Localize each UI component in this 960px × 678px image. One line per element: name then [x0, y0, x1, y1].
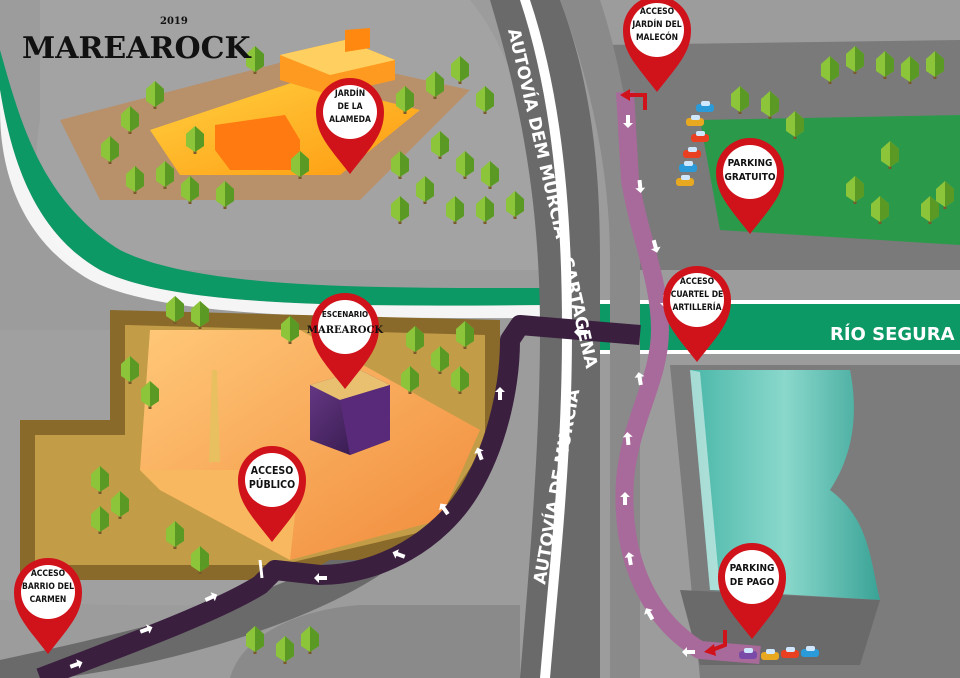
- pin-escenario[interactable]: ESCENARIO MAREAROCK: [307, 293, 384, 389]
- route-dark: [36, 315, 641, 678]
- turn-arrow-malecon: [628, 93, 647, 110]
- logo-year: 2019: [160, 16, 188, 27]
- pin-parking-gratuito-line2: GRATUITO: [724, 172, 775, 183]
- pin-jardin-alameda-line1: JARDÍN: [334, 87, 365, 99]
- pin-acceso-barrio-line3: CARMEN: [30, 595, 67, 605]
- pin-parking-gratuito[interactable]: PARKING GRATUITO: [716, 138, 784, 234]
- pin-jardin-alameda[interactable]: JARDÍN DE LA ALAMEDA: [316, 78, 384, 174]
- pin-acceso-publico[interactable]: ACCESO PÚBLICO: [238, 446, 306, 542]
- water-structure: [690, 370, 880, 600]
- pin-acceso-publico-line2: PÚBLICO: [249, 478, 295, 491]
- pin-cuartel-line1: ACCESO: [680, 277, 715, 287]
- pin-acceso-publico-line1: ACCESO: [251, 465, 293, 477]
- logo: MAREAROCK: [22, 31, 252, 66]
- pin-jardin-alameda-line2: DE LA: [337, 102, 362, 112]
- stage: [310, 370, 390, 455]
- alameda-building: [215, 28, 395, 170]
- obelisk: [209, 370, 220, 462]
- pin-acceso-cuartel-artilleria[interactable]: ACCESO CUARTEL DE ARTILLERÍA: [663, 266, 731, 362]
- pin-escenario-logo: MAREAROCK: [307, 325, 384, 336]
- pin-malecon-line2: JARDÍN DEL: [631, 18, 681, 30]
- pin-parking-de-pago[interactable]: PARKING DE PAGO: [718, 543, 786, 639]
- pin-acceso-barrio-line1: ACCESO: [31, 569, 66, 579]
- pin-cuartel-line3: ARTILLERÍA: [672, 301, 721, 313]
- pin-parking-gratuito-line1: PARKING: [728, 158, 773, 169]
- pin-malecon-line1: ACCESO: [640, 7, 675, 17]
- highway-vertical: [490, 0, 600, 678]
- pin-acceso-barrio-line2: BARRIO DEL: [22, 582, 74, 592]
- river-label: RÍO SEGURA: [830, 323, 955, 345]
- pin-acceso-jardin-malecon[interactable]: ACCESO JARDÍN DEL MALECÓN: [623, 0, 691, 92]
- pin-acceso-barrio-del-carmen[interactable]: ACCESO BARRIO DEL CARMEN: [14, 558, 82, 654]
- pin-parking-pago-line2: DE PAGO: [730, 577, 775, 588]
- pin-escenario-label: ESCENARIO: [322, 310, 368, 319]
- route-pink: [615, 91, 761, 664]
- pin-jardin-alameda-line3: ALAMEDA: [329, 115, 371, 125]
- turn-arrow-pago: [711, 630, 727, 652]
- pin-cuartel-line2: CUARTEL DE: [671, 290, 724, 300]
- pin-parking-pago-line1: PARKING: [730, 563, 775, 574]
- pin-malecon-line3: MALECÓN: [636, 31, 678, 43]
